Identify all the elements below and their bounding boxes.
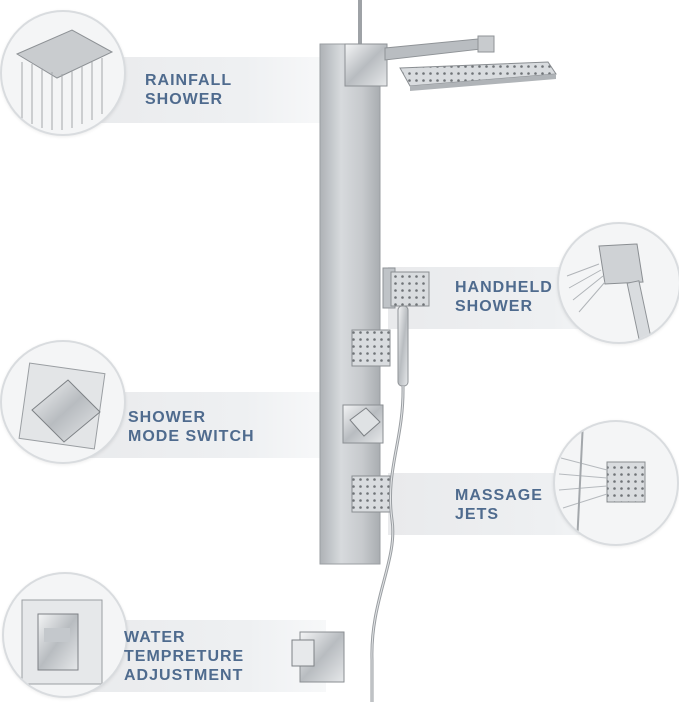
temperature-valve-icon [2,572,128,698]
rainfall-shower-label: RAINFALL SHOWER [145,71,232,109]
mode-switch-knob-icon [0,340,126,464]
handheld-line2: SHOWER [455,298,533,315]
handheld-line1: HANDHELD [455,279,553,296]
massage-line1: MASSAGE [455,487,543,504]
temperature-label: WATER TEMPRETURE ADJUSTMENT [124,628,244,685]
rainfall-line2: SHOWER [145,91,223,108]
temperature-line3: ADJUSTMENT [124,667,244,684]
massage-jets-label: MASSAGE JETS [455,486,543,524]
temperature-line2: TEMPRETURE [124,648,245,665]
mode-switch-label: SHOWER MODE SWITCH [128,408,255,446]
rainfall-shower-head-icon [0,10,126,136]
handheld-shower-label: HANDHELD SHOWER [455,278,553,316]
massage-line2: JETS [455,506,500,523]
massage-jet-icon [553,420,679,546]
rainfall-line1: RAINFALL [145,72,233,89]
mode-switch-line1: SHOWER [128,409,206,426]
handheld-shower-icon [557,222,679,344]
temperature-line1: WATER [124,629,186,646]
mode-switch-line2: MODE SWITCH [128,428,255,445]
